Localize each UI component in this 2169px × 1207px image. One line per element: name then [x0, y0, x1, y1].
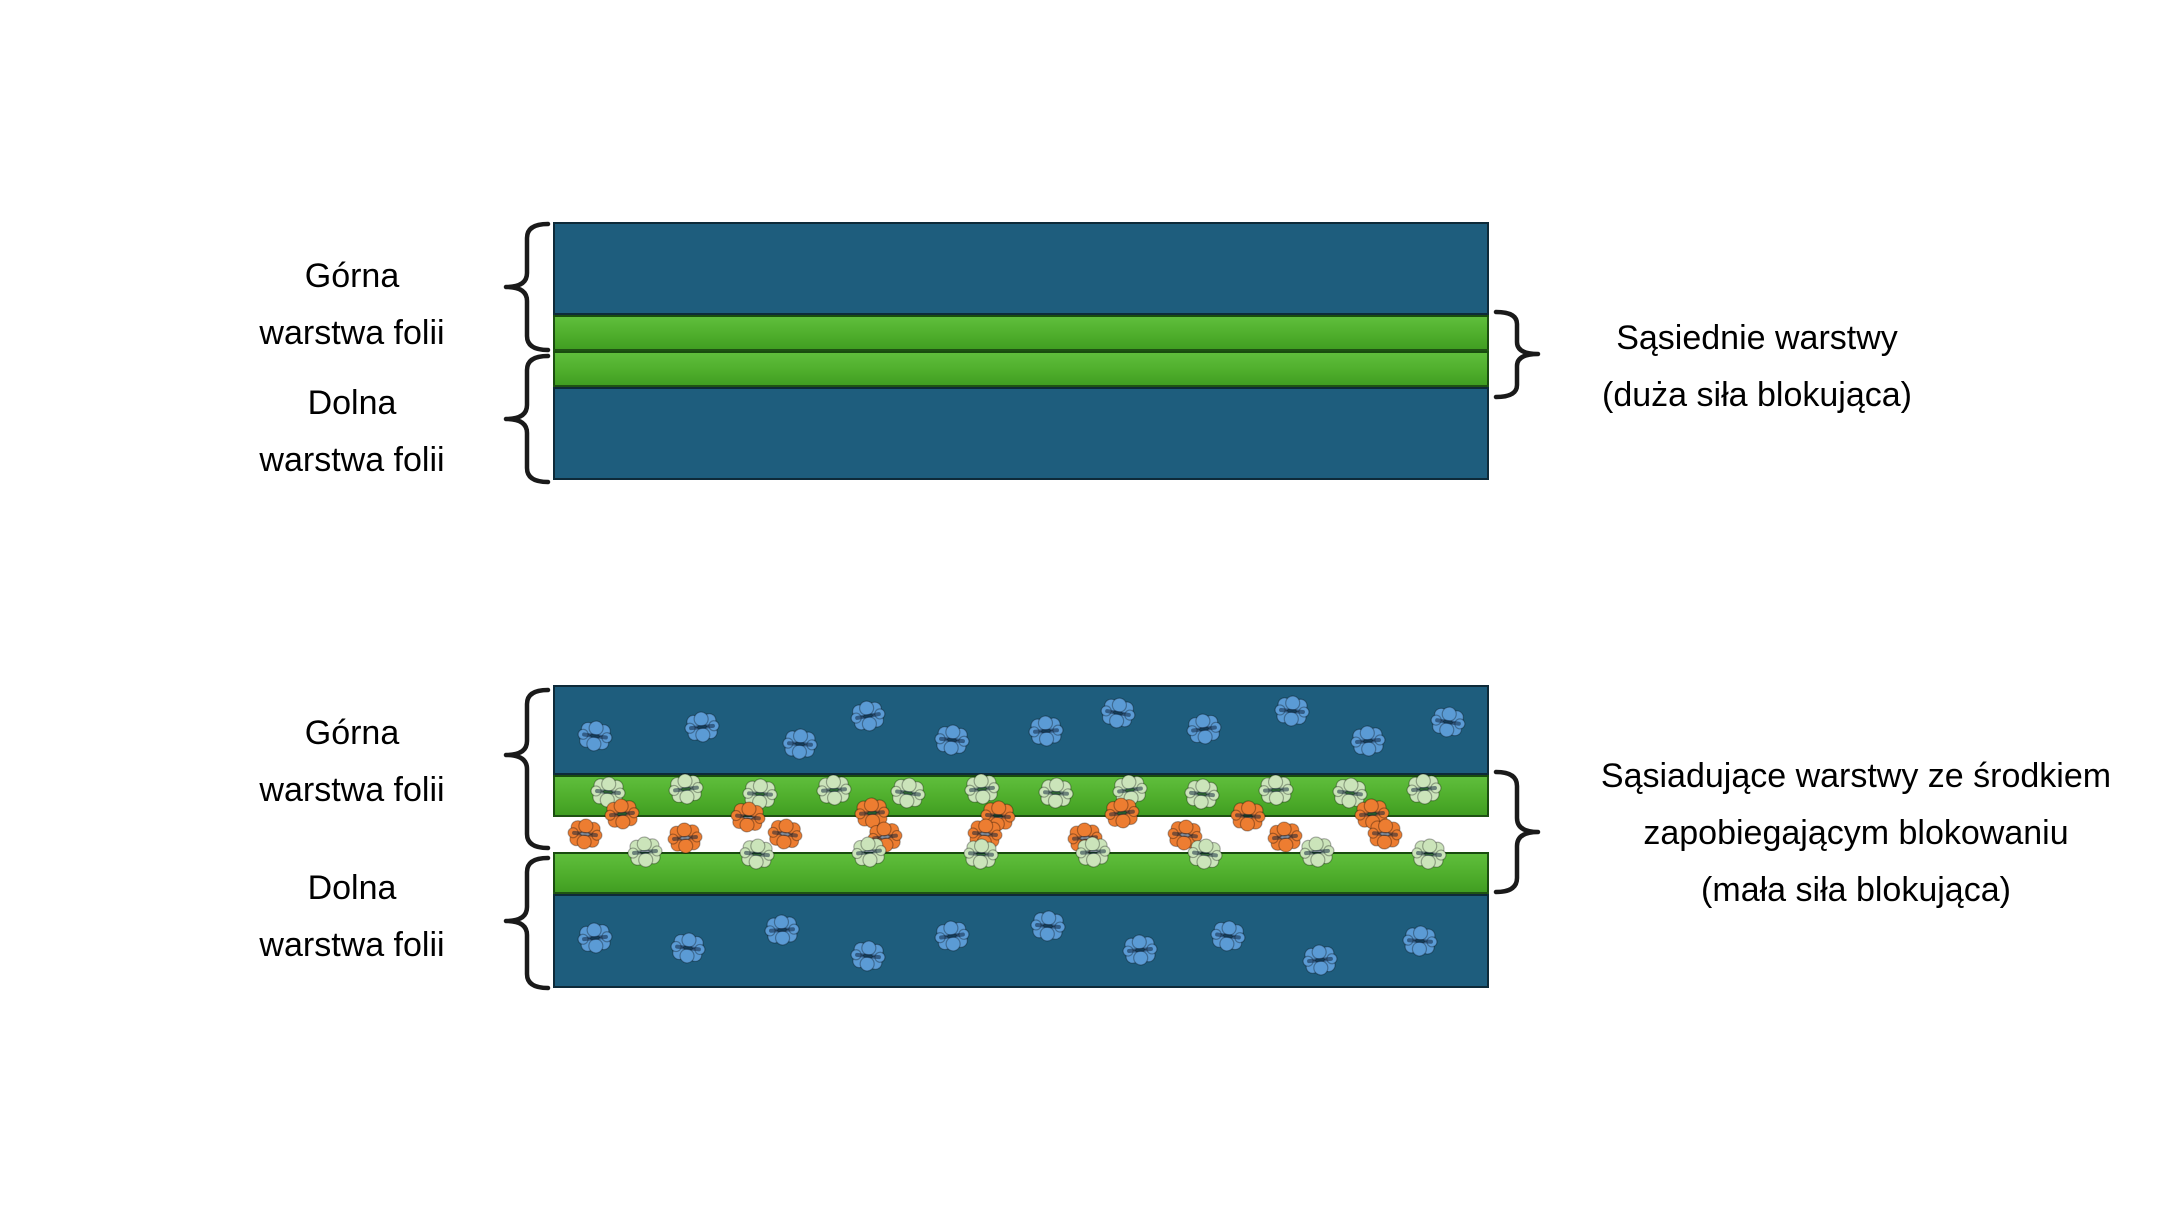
label-line: Sąsiednie warstwy: [1616, 319, 1898, 357]
label-line: Górna: [304, 257, 400, 295]
label-line: (mała siła blokująca): [1701, 871, 2011, 909]
label-line: warstwa folii: [259, 314, 445, 352]
brace-top-upper-film: [503, 221, 551, 353]
film-stack-antiblock: [553, 685, 1489, 988]
upper-film-blue-layer: [553, 222, 1489, 315]
label-antiblock-layers: Sąsiadujące warstwy ze środkiem zapobieg…: [1546, 748, 2166, 919]
label-adjacent-layers: Sąsiednie warstwy (duża siła blokująca): [1542, 310, 1972, 424]
upper-film-green-layer: [553, 315, 1489, 351]
label-line: Dolna: [307, 869, 397, 907]
brace-adjacent-layers: [1493, 309, 1541, 400]
label-bottom-lower-film: Dolna warstwa folii: [202, 860, 502, 974]
label-line: Górna: [304, 714, 400, 752]
brace-bottom-lower-film: [503, 855, 551, 991]
brace-antiblock-layers: [1493, 769, 1541, 895]
lower-film-blue-layer: [553, 387, 1489, 480]
label-bottom-upper-film: Górna warstwa folii: [202, 705, 502, 819]
label-line: warstwa folii: [259, 771, 445, 809]
label-line: Dolna: [307, 384, 397, 422]
lower-film-green-layer: [553, 351, 1489, 387]
brace-top-lower-film: [503, 353, 551, 485]
label-line: warstwa folii: [259, 441, 445, 479]
air-gap-layer: [553, 817, 1489, 852]
label-line: (duża siła blokująca): [1602, 376, 1912, 414]
lower-film-blue-layer: [553, 894, 1489, 988]
label-line: zapobiegającym blokowaniu: [1643, 814, 2069, 852]
upper-film-green-layer: [553, 775, 1489, 817]
upper-film-blue-layer: [553, 685, 1489, 775]
label-line: Sąsiadujące warstwy ze środkiem: [1600, 757, 2112, 795]
lower-film-green-layer: [553, 852, 1489, 894]
brace-bottom-upper-film: [503, 687, 551, 851]
label-top-lower-film: Dolna warstwa folii: [202, 375, 502, 489]
label-line: warstwa folii: [259, 926, 445, 964]
film-stack-adjacent: [553, 222, 1489, 480]
label-top-upper-film: Górna warstwa folii: [202, 248, 502, 362]
